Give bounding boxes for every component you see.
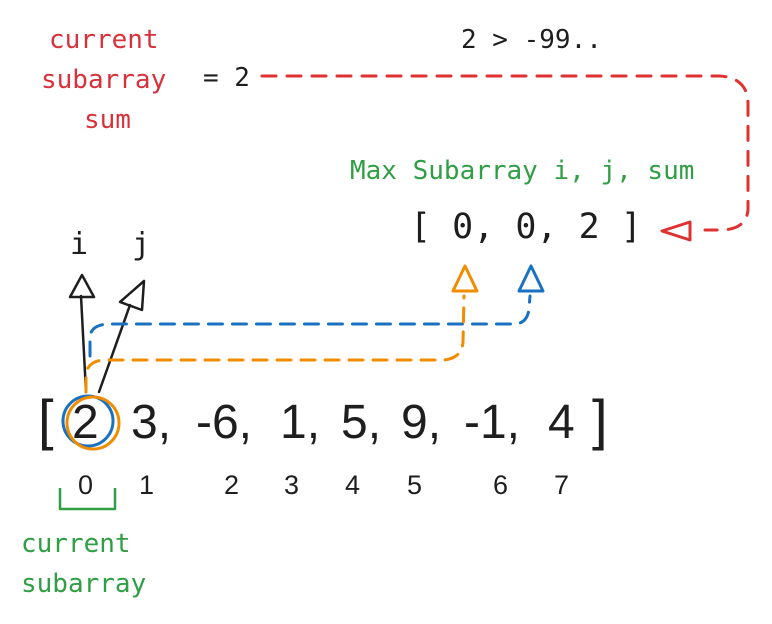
j-arrowhead-icon [118, 279, 146, 312]
array-index-7: 7 [554, 470, 570, 500]
array-value-0: 2 [72, 396, 99, 449]
array-index-1: 1 [139, 470, 155, 500]
blue-arrowhead-icon [517, 264, 545, 293]
current-sum-label-line-1: current [49, 25, 159, 55]
orange-arrowhead-icon [451, 264, 479, 293]
blue-j-connector [88, 294, 532, 358]
i-pointer-arrow [79, 294, 88, 394]
array-index-5: 5 [407, 470, 423, 500]
red-arrowhead-icon [660, 220, 692, 242]
array-close-bracket: ] [592, 388, 608, 451]
current-sum-label-line-2: subarray [41, 65, 167, 95]
array-value-5: 9, [401, 396, 442, 449]
array-index-2: 2 [224, 470, 240, 500]
current-subarray-label-line-2: subarray [21, 569, 147, 599]
i-arrowhead-icon [68, 273, 96, 299]
array-value-2: -6, [196, 396, 253, 449]
array-index-0: 0 [78, 470, 94, 500]
array-value-3: 1, [280, 396, 321, 449]
max-subarray-title: Max Subarray i, j, sum [350, 156, 695, 186]
i-pointer-label: i [70, 227, 89, 262]
array-index-4: 4 [345, 470, 361, 500]
array-open-bracket: [ [38, 388, 54, 451]
j-pointer-label: j [132, 227, 151, 262]
max-subarray-value: [ 0, 0, 2 ] [410, 207, 642, 247]
orange-i-marker-circle [65, 395, 121, 451]
array-value-6: -1, [464, 396, 521, 449]
current-sum-value: = 2 [203, 63, 250, 93]
comparison-annotation: 2 > -99.. [461, 25, 602, 55]
array-value-1: 3, [131, 396, 172, 449]
orange-i-connector [84, 294, 466, 394]
red-sum-connector [260, 74, 750, 232]
current-sum-label-line-3: sum [84, 105, 131, 135]
current-subarray-label-line-1: current [21, 529, 131, 559]
current-subarray-bracket [58, 488, 117, 511]
j-pointer-arrow [97, 303, 132, 394]
array-index-3: 3 [284, 470, 300, 500]
array-index-6: 6 [493, 470, 509, 500]
array-value-4: 5, [341, 396, 382, 449]
array-value-7: 4 [548, 396, 575, 449]
